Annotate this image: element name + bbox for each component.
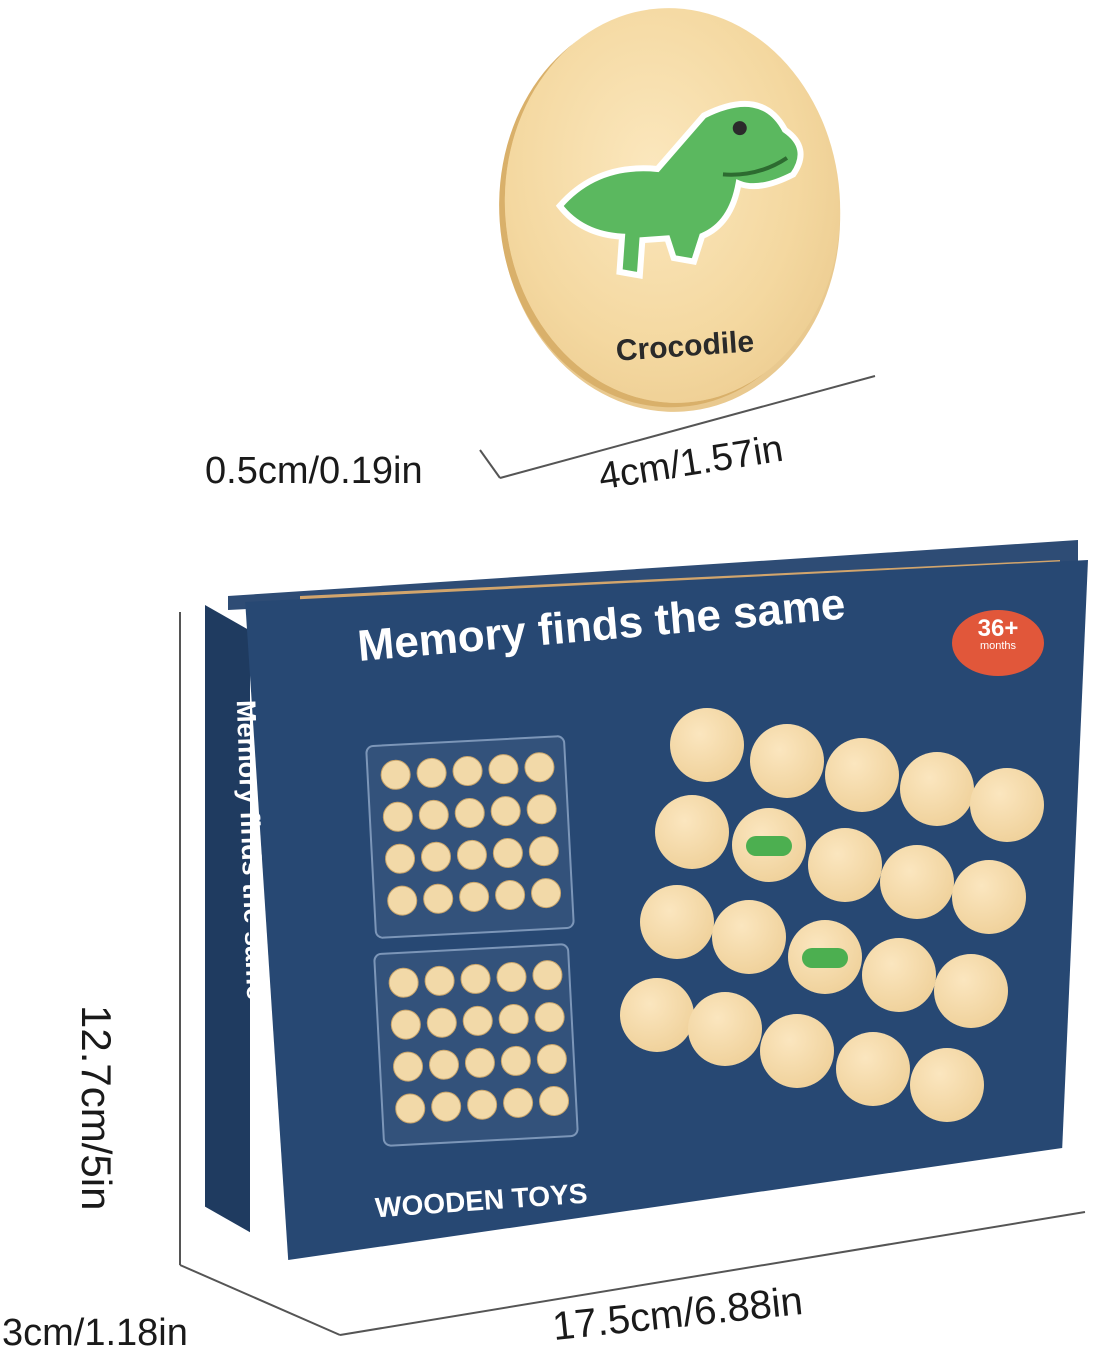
animal-disc <box>952 860 1026 934</box>
animal-disc <box>808 828 882 902</box>
box-height-label: 12.7cm/5in <box>73 1005 120 1211</box>
animal-disc <box>712 900 786 974</box>
animal-disc <box>825 738 899 812</box>
animal-disc <box>760 1014 834 1088</box>
animal-disc <box>688 992 762 1066</box>
animal-disc <box>750 724 824 798</box>
box-depth-label: 3cm/1.18in <box>2 1312 188 1354</box>
animal-disc <box>640 885 714 959</box>
animal-disc <box>900 752 974 826</box>
age-badge-unit: months <box>979 640 1017 652</box>
animal-disc <box>970 768 1044 842</box>
animal-disc <box>934 954 1008 1028</box>
animal-disc <box>880 845 954 919</box>
token-thickness-label: 0.5cm/0.19in <box>205 450 423 492</box>
animal-disc <box>670 708 744 782</box>
age-badge-value: 36+ <box>977 615 1019 642</box>
crocodile-icon <box>746 836 792 856</box>
wooden-token <box>491 0 854 415</box>
box-dimension-lines <box>179 612 1086 1336</box>
animal-disc <box>620 978 694 1052</box>
animal-disc-cluster <box>620 700 1050 1140</box>
age-badge: 36+ months <box>952 610 1044 676</box>
crocodile-icon <box>802 948 848 968</box>
animal-disc <box>788 920 862 994</box>
token-dimension-lines <box>479 375 876 479</box>
box-side <box>205 605 250 1233</box>
animal-disc <box>910 1048 984 1122</box>
animal-disc <box>732 808 806 882</box>
animal-disc <box>862 938 936 1012</box>
animal-disc <box>836 1032 910 1106</box>
animal-disc <box>655 795 729 869</box>
crocodile-icon <box>555 101 804 279</box>
